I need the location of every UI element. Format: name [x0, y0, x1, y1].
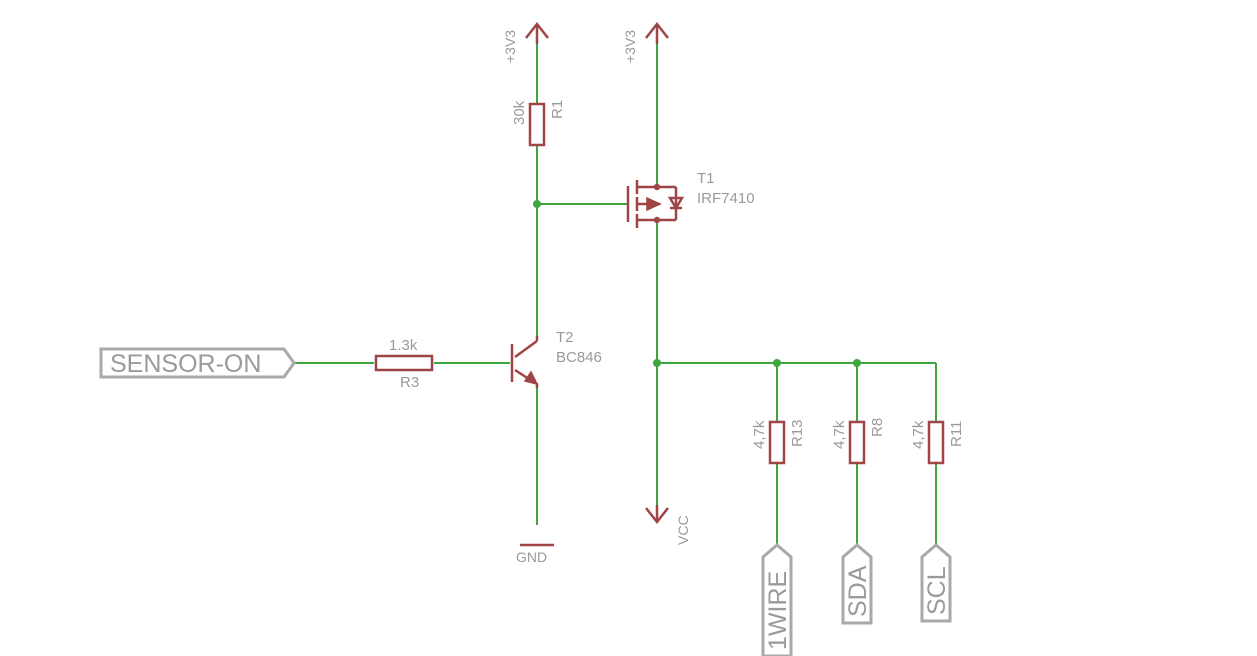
port-scl: SCL	[920, 543, 952, 623]
r13-value: 4,7k	[751, 420, 768, 449]
t2-value: BC846	[556, 349, 602, 366]
port-sda: SDA	[841, 543, 873, 625]
supply-label-gnd: GND	[516, 549, 547, 565]
junction-vcc	[653, 359, 661, 367]
resistor-r1: 30k R1	[511, 100, 566, 147]
port-sensor-on-label: SENSOR-ON	[110, 350, 261, 378]
supply-vcc: VCC	[645, 505, 691, 545]
supply-label-3v3-right: +3V3	[622, 30, 638, 63]
supply-label-3v3-left: +3V3	[502, 30, 518, 63]
r8-name: R8	[869, 418, 886, 437]
port-sda-label: SDA	[844, 565, 872, 617]
t1-name: T1	[697, 170, 715, 187]
resistor-r13: 4,7k R13	[751, 419, 806, 465]
r11-name: R11	[948, 421, 965, 447]
junction-r13	[773, 359, 781, 367]
r1-value: 30k	[511, 100, 528, 125]
port-1wire-label: 1WIRE	[764, 571, 792, 650]
t2-name: T2	[556, 329, 574, 346]
port-sensor-on: SENSOR-ON	[99, 347, 296, 379]
r1-name: R1	[549, 100, 566, 119]
supply-label-vcc: VCC	[675, 515, 691, 545]
port-1wire: 1WIRE	[761, 543, 793, 656]
t1-channel-arrow	[646, 196, 662, 212]
t1-body-diode	[667, 196, 685, 211]
wires	[295, 30, 937, 545]
resistor-r3: 1.3k R3	[374, 337, 434, 391]
supply-3v3-left: +3V3	[502, 21, 549, 63]
junction-r8	[853, 359, 861, 367]
resistor-r8: 4,7k R8	[831, 418, 886, 465]
mosfet-t1: T1 IRF7410	[626, 170, 755, 228]
supply-3v3-right: +3V3	[622, 21, 669, 63]
junction-gate	[533, 200, 541, 208]
r3-name: R3	[400, 374, 419, 391]
port-scl-label: SCL	[923, 566, 951, 615]
bjt-t2: T2 BC846	[510, 329, 602, 388]
junctions	[533, 200, 861, 367]
t2-emitter-arrow	[523, 370, 539, 386]
r3-value: 1.3k	[389, 337, 418, 354]
r8-value: 4,7k	[831, 420, 848, 449]
r13-name: R13	[789, 419, 806, 447]
resistor-r11: 4,7k R11	[910, 420, 965, 465]
r11-value: 4,7k	[910, 420, 927, 449]
t1-value: IRF7410	[697, 190, 755, 207]
supply-gnd: GND	[516, 543, 554, 565]
